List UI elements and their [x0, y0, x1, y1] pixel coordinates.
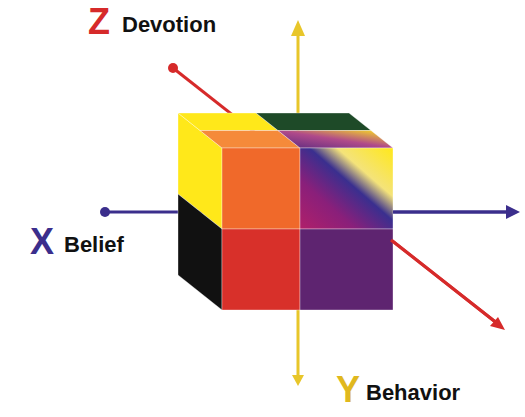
x-axis-dot	[100, 207, 110, 217]
cube-face	[178, 194, 222, 310]
axis-letter: Y	[336, 372, 360, 408]
cube	[178, 113, 393, 310]
axis-label: Behavior	[366, 382, 460, 404]
axis-label: Devotion	[122, 14, 216, 36]
cube-face	[278, 131, 393, 149]
z-axis	[391, 240, 498, 324]
z-arrowhead	[490, 317, 505, 330]
cube-face	[222, 229, 300, 310]
cube-face	[256, 113, 371, 131]
x-axis	[393, 211, 508, 214]
z-axis-dot	[168, 63, 178, 73]
y-arrow-end	[292, 375, 304, 386]
y-arrowhead	[291, 20, 305, 36]
cube-face	[300, 148, 393, 229]
cube-face	[300, 229, 393, 310]
z-axis	[173, 68, 498, 324]
axis-letter: Z	[88, 4, 110, 40]
axis-letter: X	[30, 224, 54, 260]
cube-face	[222, 148, 300, 229]
x-arrowhead	[506, 205, 520, 219]
axis-label: Belief	[64, 234, 124, 256]
